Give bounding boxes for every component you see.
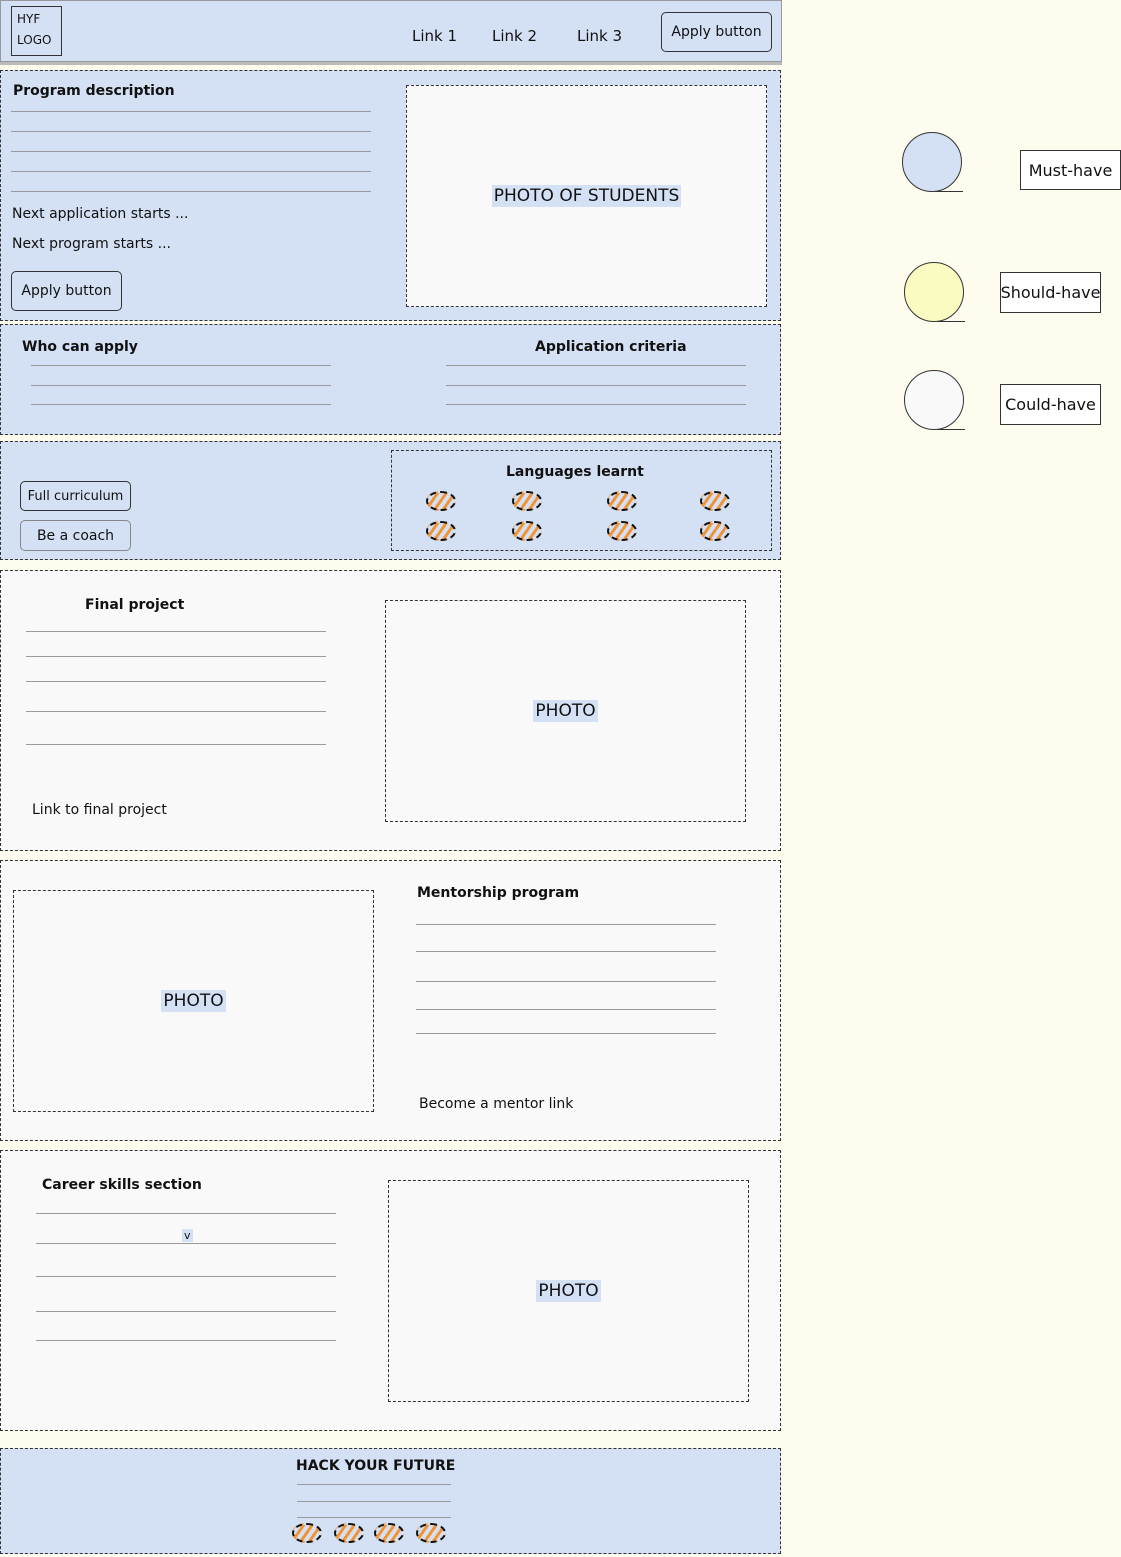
language-icon <box>607 491 637 511</box>
legend-swatch-could-have <box>904 370 964 430</box>
curriculum-section: Full curriculum Be a coach Languages lea… <box>0 441 781 560</box>
text-placeholder-line <box>26 656 326 657</box>
text-placeholder-line <box>416 951 716 952</box>
text-placeholder-line <box>26 744 326 745</box>
who-can-apply-title: Who can apply <box>22 339 138 355</box>
text-placeholder-line <box>416 981 716 982</box>
final-project-title: Final project <box>85 597 185 613</box>
text-placeholder-line <box>31 385 331 386</box>
site-footer: HACK YOUR FUTURE <box>0 1448 781 1554</box>
career-skills-title: Career skills section <box>42 1177 202 1193</box>
final-project-section: Final project Link to final project PHOT… <box>0 570 781 851</box>
text-placeholder-line <box>11 171 371 172</box>
final-project-photo: PHOTO <box>385 600 746 822</box>
language-icon <box>426 521 456 541</box>
application-criteria-title: Application criteria <box>535 339 687 355</box>
who-can-apply-section: Who can apply Application criteria <box>0 324 781 435</box>
mentorship-photo: PHOTO <box>13 890 374 1112</box>
career-marker: v <box>182 1229 193 1242</box>
next-application-text: Next application starts ... <box>12 206 189 222</box>
text-placeholder-line <box>297 1501 451 1502</box>
mentorship-photo-label: PHOTO <box>161 990 226 1012</box>
career-skills-photo-label: PHOTO <box>536 1280 601 1302</box>
program-description-section: Program description Next application sta… <box>0 70 781 321</box>
language-icon <box>607 521 637 541</box>
text-placeholder-line <box>446 404 746 405</box>
final-project-photo-label: PHOTO <box>533 700 598 722</box>
legend-swatch-tail <box>935 191 963 192</box>
social-icon[interactable] <box>334 1523 364 1543</box>
program-description-title: Program description <box>13 83 175 99</box>
text-placeholder-line <box>36 1276 336 1277</box>
legend-label-could-have: Could-have <box>1000 384 1101 425</box>
text-placeholder-line <box>416 1009 716 1010</box>
language-icon <box>512 491 542 511</box>
hyf-logo[interactable]: HYF LOGO <box>11 6 62 56</box>
language-icon <box>512 521 542 541</box>
text-placeholder-line <box>36 1311 336 1312</box>
career-skills-section: Career skills section v PHOTO <box>0 1150 781 1431</box>
nav-link-3[interactable]: Link 3 <box>577 27 623 45</box>
header-apply-button[interactable]: Apply button <box>661 12 772 52</box>
nav-link-1[interactable]: Link 1 <box>412 27 458 45</box>
legend-swatch-tail <box>937 321 965 322</box>
priority-legend: Must-have Should-have Could-have <box>880 120 1121 450</box>
languages-learnt-box: Languages learnt <box>391 450 772 551</box>
students-photo-label: PHOTO OF STUDENTS <box>491 185 682 207</box>
text-placeholder-line <box>11 191 371 192</box>
text-placeholder-line <box>446 385 746 386</box>
text-placeholder-line <box>26 711 326 712</box>
language-icon <box>426 491 456 511</box>
language-icon <box>700 491 730 511</box>
social-icon[interactable] <box>374 1523 404 1543</box>
text-placeholder-line <box>297 1517 451 1518</box>
text-placeholder-line <box>26 631 326 632</box>
text-placeholder-line <box>446 365 746 366</box>
legend-label-must-have: Must-have <box>1020 150 1121 190</box>
text-placeholder-line <box>26 681 326 682</box>
text-placeholder-line <box>11 151 371 152</box>
language-icon <box>700 521 730 541</box>
mentorship-section: PHOTO Mentorship program Become a mentor… <box>0 860 781 1141</box>
legend-swatch-should-have <box>904 262 964 322</box>
nav-link-2[interactable]: Link 2 <box>492 27 538 45</box>
text-placeholder-line <box>11 111 371 112</box>
languages-learnt-title: Languages learnt <box>506 464 644 480</box>
text-placeholder-line <box>36 1213 336 1214</box>
text-placeholder-line <box>416 924 716 925</box>
career-skills-photo: PHOTO <box>388 1180 749 1402</box>
mentorship-title: Mentorship program <box>417 885 580 901</box>
text-placeholder-line <box>36 1243 336 1244</box>
text-placeholder-line <box>11 131 371 132</box>
hero-apply-button[interactable]: Apply button <box>11 271 122 311</box>
social-icon[interactable] <box>292 1523 322 1543</box>
text-placeholder-line <box>416 1033 716 1034</box>
legend-swatch-must-have <box>902 132 962 192</box>
students-photo: PHOTO OF STUDENTS <box>406 85 767 307</box>
text-placeholder-line <box>36 1340 336 1341</box>
site-header: HYF LOGO Link 1 Link 2 Link 3 Apply butt… <box>0 0 782 62</box>
legend-label-should-have: Should-have <box>1000 272 1101 313</box>
legend-swatch-tail <box>937 429 965 430</box>
text-placeholder-line <box>31 404 331 405</box>
social-icon[interactable] <box>416 1523 446 1543</box>
text-placeholder-line <box>31 365 331 366</box>
full-curriculum-button[interactable]: Full curriculum <box>20 481 131 511</box>
next-program-text: Next program starts ... <box>12 236 171 252</box>
text-placeholder-line <box>297 1484 451 1485</box>
be-a-coach-button[interactable]: Be a coach <box>20 520 131 551</box>
become-mentor-link[interactable]: Become a mentor link <box>419 1096 574 1112</box>
footer-title: HACK YOUR FUTURE <box>296 1458 456 1474</box>
final-project-link[interactable]: Link to final project <box>32 802 167 818</box>
